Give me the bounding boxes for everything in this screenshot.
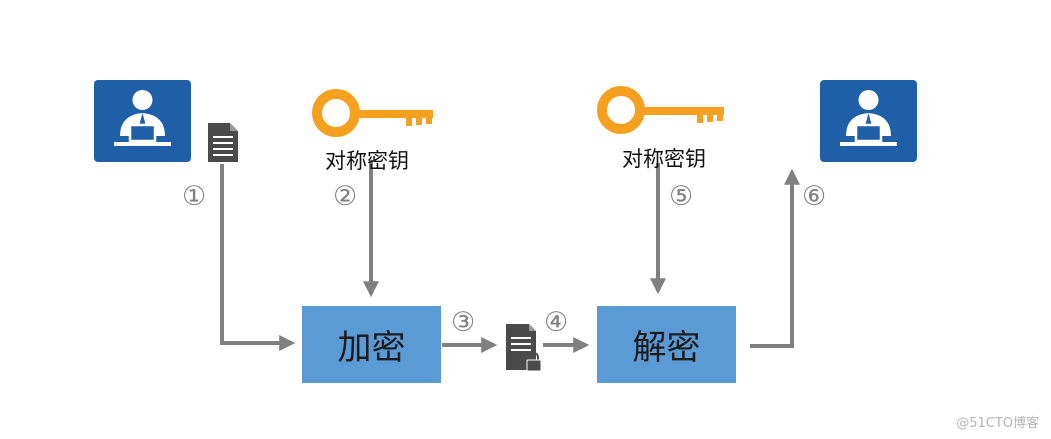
- watermark: @51CTO博客: [956, 416, 1039, 431]
- receiver-user-icon: [820, 80, 917, 162]
- step-1-label: ①: [182, 181, 207, 212]
- step-3-label: ③: [451, 307, 476, 338]
- step-5-label: ⑤: [669, 181, 694, 212]
- encrypted-document-icon: [506, 324, 542, 372]
- step-6-label: ⑥: [802, 181, 827, 212]
- right-key-icon: [597, 86, 724, 134]
- decrypt-box: 解密: [597, 306, 736, 383]
- step-4-label: ④: [544, 307, 569, 338]
- plain-document-icon: [208, 123, 238, 162]
- step-2-label: ②: [333, 181, 358, 212]
- left-key-icon: [312, 89, 433, 137]
- left-key-label: 对称密钥: [325, 149, 409, 173]
- sender-user-icon: [94, 80, 191, 162]
- right-key-label: 对称密钥: [622, 147, 706, 171]
- encrypt-box: 加密: [302, 306, 441, 383]
- arrow-step-6: [750, 168, 800, 348]
- arrow-step-1: [220, 164, 296, 351]
